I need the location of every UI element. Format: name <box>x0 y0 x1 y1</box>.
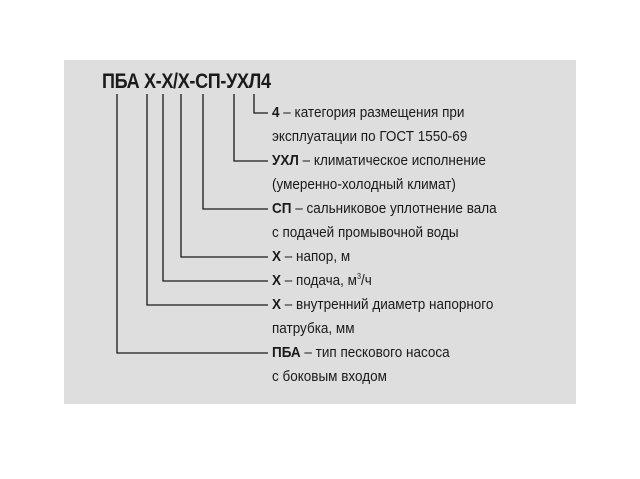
entry-description: – климатическое исполнение <box>298 152 486 169</box>
entry-symbol: Х <box>272 272 282 289</box>
unit-suffix: /ч <box>360 272 372 289</box>
entry-climate-version: УХЛ – климатическое исполнение (умеренно… <box>272 149 486 197</box>
entry-symbol: УХЛ <box>272 152 299 169</box>
entry-head: Х – напор, м <box>272 245 350 269</box>
unit-exponent: 3 <box>356 272 361 281</box>
entry-symbol: Х <box>272 248 282 265</box>
entry-description: – внутренний диаметр напорного <box>281 296 494 313</box>
entry-outlet-diameter: Х – внутренний диаметр напорного патрубк… <box>272 293 493 341</box>
entry-description: – тип пескового насоса <box>300 344 450 361</box>
entry-symbol: Х <box>272 296 282 313</box>
entry-description: – сальниковое уплотнение вала <box>291 200 497 217</box>
entry-description: – подача, м <box>281 272 357 289</box>
entry-pump-type: ПБА – тип пескового насоса с боковым вхо… <box>272 341 450 389</box>
entry-description: – категория размещения при <box>279 104 465 121</box>
entry-symbol: СП <box>272 200 292 217</box>
entry-description-cont: патрубка, мм <box>272 320 355 337</box>
entry-symbol: 4 <box>272 104 280 121</box>
pump-designation-code: ПБА Х-Х/Х-СП-УХЛ4 <box>102 70 271 93</box>
entry-placement-category: 4 – категория размещения при эксплуатаци… <box>272 101 467 149</box>
entry-symbol: ПБА <box>272 344 301 361</box>
entry-description-cont: эксплуатации по ГОСТ 1550-69 <box>272 128 468 145</box>
entry-description-cont: с боковым входом <box>272 368 387 385</box>
entry-flow: Х – подача, м3/ч <box>272 269 372 293</box>
entry-shaft-seal: СП – сальниковое уплотнение вала с подач… <box>272 197 497 245</box>
entry-description-cont: (умеренно-холодный климат) <box>272 176 456 193</box>
entry-description: – напор, м <box>281 248 351 265</box>
entry-description-cont: с подачей промывочной воды <box>272 224 459 241</box>
